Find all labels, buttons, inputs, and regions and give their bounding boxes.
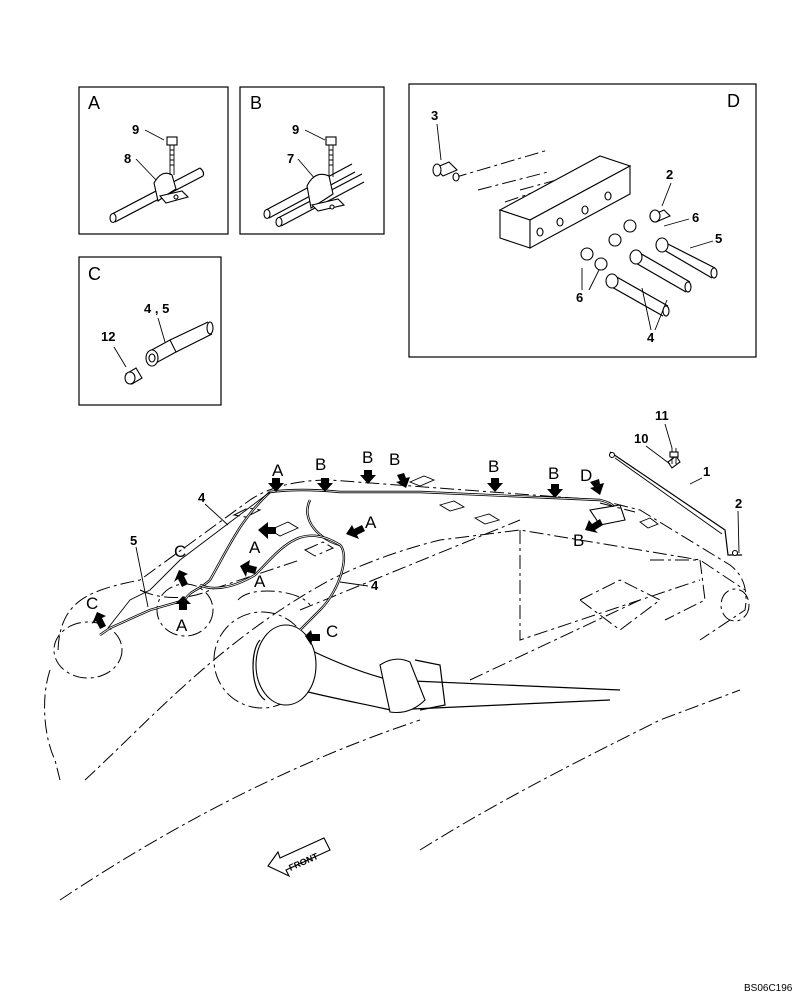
drawing-code: BS06C196	[744, 983, 793, 994]
pointer-arrow-b6	[585, 519, 603, 533]
pointer-arrow-a1	[268, 478, 284, 492]
pointer-label-b6: B	[573, 531, 584, 550]
pointer-label-d: D	[580, 466, 592, 485]
pointer-arrow-c1	[174, 570, 188, 587]
detail-box-d: D 3 2 6 5 6 4	[408, 83, 757, 358]
detail-c-title: C	[88, 264, 101, 284]
main-part-numbers: 11 10 1 2 4 5 4	[130, 408, 742, 593]
part-number-11: 11	[655, 408, 669, 423]
pointer-arrow-a5	[175, 596, 191, 610]
detail-a-label-8: 8	[124, 151, 131, 166]
part-number-2: 2	[735, 496, 742, 511]
pointer-label-a3: A	[249, 538, 261, 557]
pointer-label-b2: B	[362, 448, 373, 467]
part-number-4-upper: 4	[198, 490, 206, 505]
detail-c-label-12: 12	[101, 329, 115, 344]
part-number-5: 5	[130, 533, 137, 548]
pointer-arrow-b5	[547, 484, 563, 498]
detail-d-title: D	[727, 91, 740, 111]
view-pointer-arrows	[92, 470, 604, 645]
detail-d-label-4: 4	[647, 330, 655, 345]
detail-b-title: B	[250, 93, 262, 113]
pointer-label-c1: C	[174, 542, 186, 561]
pointer-label-b3: B	[389, 450, 400, 469]
front-arrow-icon	[267, 837, 331, 878]
pointer-label-a5: A	[176, 616, 188, 635]
detail-a-title: A	[88, 93, 100, 113]
view-pointer-labels: A B B B B B D B A A A C C A C	[86, 448, 592, 641]
detail-box-c: C 4 , 5 12	[78, 256, 222, 406]
detail-d-label-6b: 6	[576, 290, 583, 305]
part-number-4-lower: 4	[371, 578, 379, 593]
detail-a-label-9: 9	[132, 122, 139, 137]
pointer-arrow-b4	[487, 478, 503, 492]
pointer-label-b5: B	[548, 464, 559, 483]
pointer-arrow-b1	[317, 478, 333, 492]
pointer-arrow-a4	[240, 560, 257, 577]
detail-c-label-4-5: 4 , 5	[144, 301, 169, 316]
detail-d-label-5: 5	[715, 231, 722, 246]
pointer-label-c3: C	[326, 622, 338, 641]
pointer-arrow-c2	[92, 612, 106, 629]
pointer-arrow-d	[590, 479, 604, 495]
boom-assembly	[44, 448, 750, 901]
part-number-1: 1	[703, 464, 710, 479]
detail-d-label-2: 2	[666, 167, 673, 182]
detail-b-label-9: 9	[292, 122, 299, 137]
pointer-label-a2: A	[365, 513, 377, 532]
pointer-arrow-b2	[360, 470, 376, 484]
pointer-arrow-b3	[396, 473, 410, 488]
pointer-label-a1: A	[272, 461, 284, 480]
detail-box-b: B 9 7	[239, 86, 385, 235]
pointer-label-b1: B	[315, 455, 326, 474]
main-leader-lines	[135, 423, 740, 608]
part-number-10: 10	[634, 431, 648, 446]
pointer-label-a4: A	[254, 572, 266, 591]
pointer-arrow-a2	[346, 525, 365, 539]
pointer-arrow-c3	[305, 630, 320, 645]
pointer-label-c2: C	[86, 594, 98, 613]
detail-d-label-3: 3	[431, 108, 438, 123]
pointer-arrow-a3	[258, 522, 276, 539]
detail-d-label-6a: 6	[692, 210, 699, 225]
detail-box-a: A 9 8	[78, 86, 229, 235]
front-direction-arrow: FRONT	[267, 837, 331, 878]
detail-b-label-7: 7	[287, 151, 294, 166]
pointer-label-b4: B	[488, 457, 499, 476]
